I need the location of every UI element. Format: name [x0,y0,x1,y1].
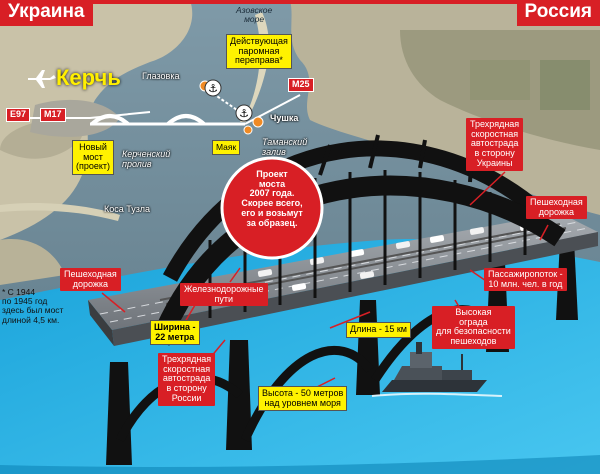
azov-sea-label: Азовское море [236,5,273,25]
map-routes: ⚓ ⚓ [10,70,301,135]
upper-arch-back [162,140,546,282]
height-callout: Высота - 50 метров над уровнем моря [258,386,348,412]
anchor-icon [235,104,253,122]
road-sign-e97: E97 [6,108,31,122]
highway-russia-callout: Трехрядная скоростная автострада в сторо… [158,353,216,406]
chushka-label: Чушка [270,113,299,123]
tuzla-spit [0,203,120,221]
passengers-callout: Пассажиропоток - 10 млн. чел. в год [484,268,567,292]
glazovka-label: Глазовка [142,71,180,81]
rail-callout: Железнодорожные пути [180,283,268,307]
length-callout: Длина - 15 км [346,322,411,338]
svg-text:⚓: ⚓ [208,82,218,95]
road-sign-m17: M17 [40,108,66,122]
kerch-city-label: Керчь [56,65,121,90]
crimea-land [0,0,193,240]
pier [106,362,132,465]
road-line [10,111,151,119]
new-bridge-label: Новый мост (проект) [72,140,115,176]
road-sign-m25: M25 [288,78,314,92]
svg-text:⚓: ⚓ [239,107,249,120]
country-ukraine: Украина [0,0,93,26]
taman-bay-label: Таманский залив [262,137,308,157]
ferry-label: Действующая паромная переправа* [226,34,292,70]
pier [556,240,578,320]
mayak-marker [243,125,253,135]
anchor-icon [204,79,222,97]
airport-plane-icon [28,70,56,88]
walkway-left-callout: Пешеходная дорожка [60,268,121,292]
fence-callout: Высокая ограда для безопасности пешеходо… [432,306,515,349]
mayak-label: Маяк [212,140,241,156]
project-badge [220,156,324,260]
width-callout: Ширина - 22 метра [150,320,200,346]
ship-illustration [371,342,503,397]
walkway-right-callout: Пешеходная дорожка [526,196,587,220]
country-russia: Россия [516,0,600,26]
footnote: * С 1944 по 1945 год здесь был мост длин… [2,287,64,325]
highway-ukraine-callout: Трехрядная скоростная автострада в сторо… [466,118,524,171]
bridge-deck-front [112,232,598,346]
tuzla-spit-label: Коса Тузла [104,204,151,214]
chushka-marker [252,116,264,128]
upper-arch-front [150,175,566,346]
strait-label: Керченский пролив [122,149,171,169]
project-callout: Проект моста 2007 года. Скорее всего, ег… [241,169,303,228]
